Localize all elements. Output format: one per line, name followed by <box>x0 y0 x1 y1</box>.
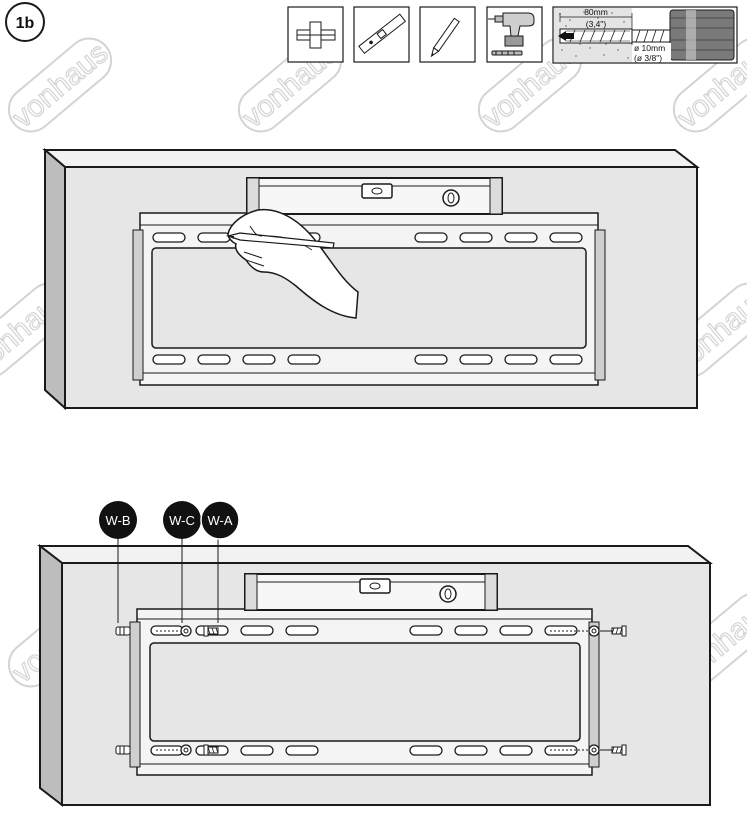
bracket-slot <box>544 625 578 636</box>
tool-icons-row: 80mm (3,4") ø 10mm (ø 3/8") <box>287 6 738 64</box>
step-badge: 1b <box>5 2 45 42</box>
label-w-b: W-B <box>105 513 130 528</box>
drill-depth-diagram-icon: 80mm (3,4") ø 10mm (ø 3/8") <box>552 6 738 64</box>
bracket-slot <box>240 745 274 756</box>
wall-left-face <box>39 543 63 808</box>
mounting-bracket <box>129 608 600 776</box>
bracket-slot <box>454 745 488 756</box>
bracket-slot <box>285 745 319 756</box>
bracket-slot <box>197 354 231 365</box>
spirit-level-icon <box>353 6 410 63</box>
bracket-slot <box>459 232 493 243</box>
bracket-slot <box>544 745 578 756</box>
bracket-slot <box>287 354 321 365</box>
bracket-slot <box>454 625 488 636</box>
watermark: vonhaus <box>6 36 115 135</box>
washer <box>180 625 192 637</box>
bracket-slot <box>504 354 538 365</box>
label-w-c: W-C <box>169 513 195 528</box>
bracket-slot <box>152 232 186 243</box>
pencil-icon <box>419 6 476 63</box>
spacer-plate-icon <box>287 6 344 63</box>
lag-screw <box>203 625 219 637</box>
bracket-slot <box>242 354 276 365</box>
wall-top-face <box>42 149 700 168</box>
washer <box>588 625 600 637</box>
bracket-slot <box>549 354 583 365</box>
lag-screw <box>611 744 627 756</box>
bracket-slot <box>499 625 533 636</box>
washer <box>588 744 600 756</box>
drill-depth-in: (3,4") <box>586 19 607 29</box>
bracket-slot <box>150 745 184 756</box>
drill-diameter-mm: ø 10mm <box>634 43 665 53</box>
svg-text:vonhaus: vonhaus <box>6 36 114 134</box>
badge-w-b: W-B <box>99 501 137 539</box>
power-drill-icon <box>486 6 543 63</box>
bracket-slot <box>285 625 319 636</box>
wall-plug <box>115 626 131 636</box>
hand-with-pencil <box>225 208 359 319</box>
bracket-slot <box>240 625 274 636</box>
drill-depth-mm: 80mm <box>584 7 608 17</box>
label-w-a: W-A <box>207 513 232 528</box>
bracket-slot <box>414 232 448 243</box>
drill-diameter-in: (ø 3/8") <box>634 53 662 63</box>
marking-panel <box>42 147 700 411</box>
bracket-slot <box>150 625 184 636</box>
bracket-slot <box>499 745 533 756</box>
spirit-level <box>246 177 503 215</box>
washer <box>180 744 192 756</box>
bracket-slot <box>409 625 443 636</box>
step-label: 1b <box>16 15 35 32</box>
badge-w-c: W-C <box>163 501 201 539</box>
badge-w-a: W-A <box>200 500 240 540</box>
bracket-slot <box>459 354 493 365</box>
fixing-panel: W-B W-C W-A <box>37 500 713 808</box>
bracket-slot <box>504 232 538 243</box>
bracket-slot <box>414 354 448 365</box>
spirit-level <box>244 573 498 611</box>
lag-screw <box>611 625 627 637</box>
wall-plug <box>115 745 131 755</box>
bracket-slot <box>549 232 583 243</box>
wall-left-face <box>44 147 66 411</box>
wall-top-face <box>37 545 713 564</box>
bracket-slot <box>197 232 231 243</box>
fixing-hardware <box>115 625 627 756</box>
lag-screw <box>203 744 219 756</box>
bracket-slot <box>152 354 186 365</box>
bracket-slot <box>409 745 443 756</box>
mounting-bracket <box>132 212 606 386</box>
